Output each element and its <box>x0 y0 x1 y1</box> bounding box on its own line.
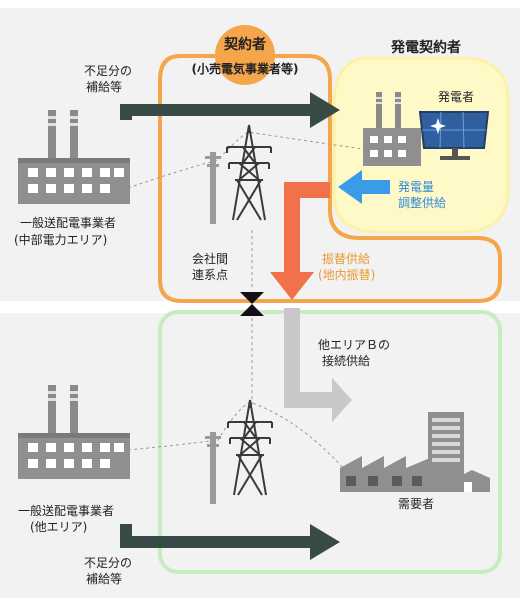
interconnection-line2: 連系点 <box>192 268 229 282</box>
transfer-supply-line2: (地内振替) <box>318 268 376 282</box>
tso-other-line2: (他エリア) <box>30 520 88 534</box>
contractor-badge <box>215 25 275 85</box>
adjustment-supply-line1: 発電量 <box>398 180 435 194</box>
solar-panel-icon <box>418 111 490 160</box>
area-b-supply-line1: 他エリアＢの <box>318 338 391 352</box>
shortage-upper-line2: 補給等 <box>86 80 123 94</box>
contractor-area-box <box>158 54 502 303</box>
upper-wire <box>127 131 371 189</box>
interconnection-point-icon <box>240 292 264 316</box>
tso-other-line1: 一般送配電事業者 <box>18 504 115 518</box>
contractor-subtitle: (小売電気事業者等) <box>191 62 299 76</box>
transfer-supply-line1: 振替供給 <box>322 252 371 266</box>
area-b-supply-line2: 接続供給 <box>322 354 371 368</box>
interconnection-line1: 会社間 <box>192 252 229 266</box>
tso-chubu-line1: 一般送配電事業者 <box>20 216 117 230</box>
power-plant-icon <box>363 92 421 166</box>
demand-label: 需要者 <box>398 497 435 511</box>
tso-chubu-line2: (中部電力エリア) <box>14 233 108 247</box>
demand-buildings-icon <box>340 412 490 492</box>
shortage-lower-line1: 不足分の <box>84 556 133 570</box>
shortage-supply-arrow-upper <box>120 92 340 128</box>
contractor-title: 契約者 <box>224 37 266 53</box>
other-area-box <box>158 310 502 574</box>
shortage-lower-line2: 補給等 <box>86 572 123 586</box>
adjustment-supply-arrow <box>338 170 390 204</box>
shortage-supply-arrow-lower <box>120 524 340 560</box>
area-b-connection-arrow <box>284 308 352 422</box>
adjustment-supply-line2: 調整供給 <box>398 196 447 210</box>
generation-contractor-title: 発電契約者 <box>391 40 461 56</box>
transfer-supply-arrow <box>270 182 330 300</box>
generator-label: 発電者 <box>438 90 475 104</box>
shortage-upper-line1: 不足分の <box>84 64 133 78</box>
